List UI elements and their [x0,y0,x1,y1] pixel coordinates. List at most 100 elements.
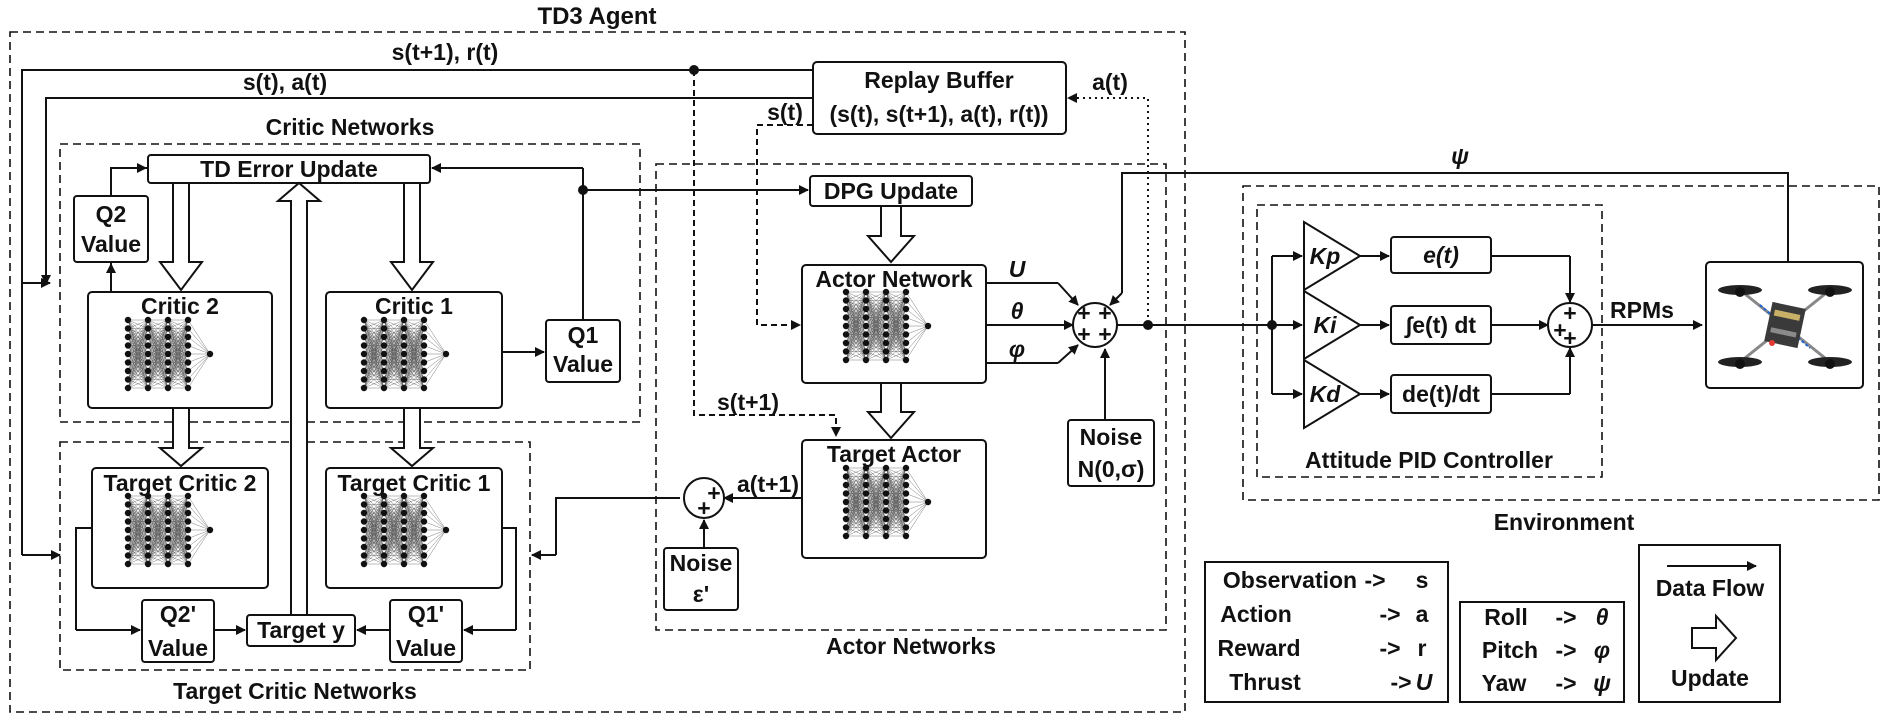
ki-gain-triangle [1303,289,1362,361]
phi-label: φ [1009,336,1025,362]
a-t1-line [555,497,680,555]
legend-value: φ [1594,637,1610,663]
legend-key: Yaw [1482,670,1527,696]
kp-gain-triangle [1303,220,1362,292]
target-critic-networks-title: Target Critic Networks [173,678,417,704]
kd-label: Kd [1310,381,1342,407]
actor-to-target-update-arrow [865,382,917,440]
q1p-value-label: Value [396,635,456,661]
legend-flow-box [1638,544,1781,703]
tc1-to-q1p-line [502,527,517,630]
plus-sign: + [1563,325,1576,351]
data-flow-label: Data Flow [1656,575,1765,601]
legend-key: Action [1220,601,1292,627]
legend-arrow: -> [1555,637,1576,663]
int-label: ∫e(t) dt [1404,312,1477,339]
legend-arrow: -> [1555,604,1576,630]
s-t-dashed-line [756,124,813,330]
q2p-value-label: Value [148,635,208,661]
environment-title: Environment [1494,509,1635,535]
theta-label: θ [1011,298,1024,324]
plus-sign: + [697,495,710,521]
legend-value: U [1416,669,1434,695]
actor-networks-title: Actor Networks [826,633,996,659]
td-to-critic2-update-arrow [158,182,204,292]
plus-sign: + [707,480,720,506]
critic1-to-target-update-arrow [388,407,436,468]
plus-sign: + [1563,300,1576,326]
actor-network-label: Actor Network [815,266,972,292]
pid-controller-title: Attitude PID Controller [1305,447,1553,473]
critic-networks-title: Critic Networks [266,114,435,140]
td3-agent-title: TD3 Agent [537,3,656,30]
sum-junction-2 [683,477,725,519]
q2-label: Q2 [96,201,127,227]
psi-label: ψ [1451,143,1469,169]
legend-key: Observation [1223,567,1357,593]
q1-value-label: Value [553,351,613,377]
td-to-critic1-update-arrow [389,182,435,292]
a-t-dotted-line [1067,93,1149,323]
critic2-label: Critic 2 [141,293,219,319]
rpms-label: RPMs [1610,297,1674,323]
u-arrow [1057,282,1079,306]
q1-label: Q1 [568,322,599,348]
plus-sign: + [1553,317,1566,343]
legend-value: a [1416,601,1429,627]
replay-buffer-content: (s(t), s(t+1), a(t), r(t)) [829,101,1048,127]
noise2-box [663,547,739,611]
legend-variables-box [1204,561,1449,703]
noise1-value: N(0,σ) [1078,456,1145,482]
legend-variables: Observation -> s Action -> a Reward -> r… [1217,567,1433,695]
a-t-label: a(t) [1092,69,1128,95]
legend-arrow: -> [1390,669,1411,695]
target-critic2-label: Target Critic 2 [104,470,257,496]
junction-dot [1143,320,1153,330]
legend-value: ψ [1593,670,1611,696]
update-legend-arrow [1691,613,1738,663]
dpg-update-label: DPG Update [824,178,958,204]
update-label: Update [1671,665,1749,691]
psi-feedback-arrow [1109,292,1123,306]
kd-gain-triangle [1303,358,1362,430]
td-error-update-label: TD Error Update [200,156,378,182]
critic-networks-frame [59,143,641,423]
environment-frame [1242,185,1880,501]
noise1-box [1067,419,1155,487]
legend-arrow: -> [1364,567,1385,593]
noise1-title: Noise [1080,424,1143,450]
s-t-label: s(t) [767,99,803,125]
critic1-label: Critic 1 [375,293,453,319]
legend-value: θ [1596,604,1609,630]
s-t1-r-t-line [21,69,813,283]
tc2-to-q2p-line [75,527,92,630]
q2p-label: Q2' [160,601,196,627]
q2-value-label: Value [81,231,141,257]
td3-agent-frame [9,31,1186,713]
kp-label: Kp [1310,243,1341,269]
legend-value: r [1418,635,1427,661]
dpg-to-actor-update-arrow [865,205,917,264]
q1p-label: Q1' [408,601,444,627]
pid-controller-frame [1256,204,1603,478]
target-y-to-td-update-arrow [275,181,323,616]
legend-key: Pitch [1482,637,1538,663]
s-t1-label: s(t+1) [717,389,779,415]
critic2-to-target-update-arrow [157,407,205,468]
psi-feedback-line [1121,172,1789,293]
legend-key: Reward [1217,635,1300,661]
plus-sign: + [1098,321,1111,347]
plus-sign: + [1098,300,1111,326]
a-t1-label: a(t+1) [737,471,799,497]
u-label: U [1009,256,1027,282]
plus-sign: + [1077,321,1090,347]
s-t1-dashed-line [693,70,841,437]
legend-angles-box [1459,601,1625,703]
s-t1-r-t-label: s(t+1), r(t) [392,39,499,65]
legend-key: Thrust [1229,669,1301,695]
der-label: de(t)/dt [1402,381,1480,407]
target-y-label: Target y [257,617,345,643]
q2-to-td-line [110,167,148,196]
legend-arrow: -> [1379,601,1400,627]
